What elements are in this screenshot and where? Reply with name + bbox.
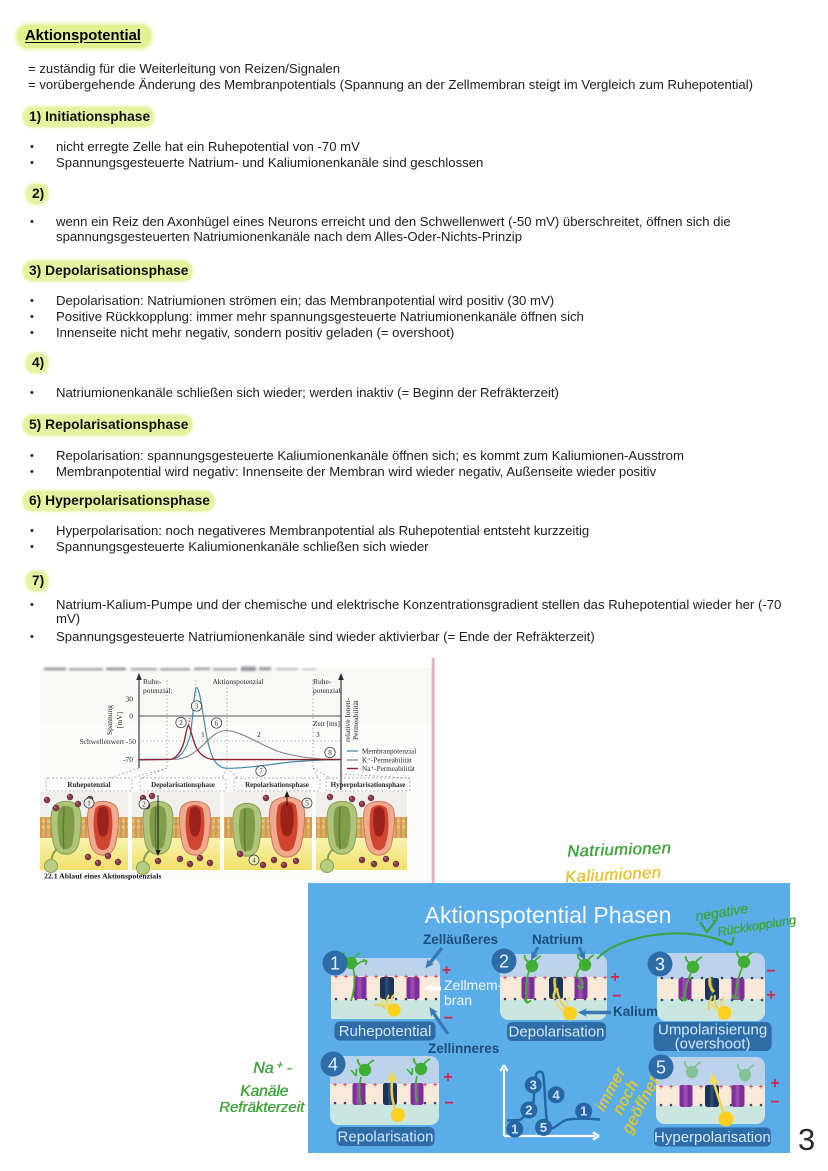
svg-text:Depolarisation: Depolarisation [509,1024,605,1041]
svg-text:4: 4 [328,1055,338,1075]
svg-text:4: 4 [252,857,256,865]
svg-text:Repolarisationsphase: Repolarisationsphase [245,781,309,789]
svg-text:+: + [610,969,619,986]
svg-text:8: 8 [328,749,332,757]
svg-text:+: + [403,1082,407,1089]
svg-text:30: 30 [126,695,134,704]
svg-text:2: 2 [525,1103,532,1118]
svg-text:3: 3 [316,730,320,739]
svg-text:+: + [513,975,517,982]
svg-text:Depolarisationsphase: Depolarisationsphase [151,781,215,789]
svg-text:+: + [404,974,408,981]
svg-text:+: + [423,1082,427,1089]
svg-text:+: + [759,1084,763,1091]
svg-text:+: + [543,975,547,982]
svg-text:+: + [333,1082,337,1089]
svg-text:potenzial: potenzial [313,686,341,695]
svg-text:bran: bran [444,992,472,1008]
svg-text:5: 5 [656,1058,666,1078]
svg-text:+: + [443,1069,452,1086]
svg-text:2: 2 [179,719,183,727]
svg-text:Zellmem-: Zellmem- [444,977,503,993]
svg-text:3: 3 [195,703,199,711]
svg-text:+: + [334,974,338,981]
svg-text:Ruhe-: Ruhe- [143,677,162,686]
svg-text:Ruhe-: Ruhe- [313,677,332,686]
svg-text:0: 0 [129,712,133,721]
svg-text:−: − [444,1095,453,1112]
svg-text:+: + [373,1082,377,1089]
svg-text:Spannung: Spannung [105,705,114,735]
svg-text:+: + [434,974,438,981]
svg-text:−: − [770,1094,779,1111]
svg-text:5: 5 [305,800,309,808]
svg-text:Aktionspotential Phasen: Aktionspotential Phasen [425,902,672,928]
svg-text:Kalium: Kalium [613,1004,658,1019]
svg-text:Ruhepotential: Ruhepotential [339,1023,432,1040]
svg-text:1: 1 [580,1104,587,1119]
svg-text:+: + [659,1084,663,1091]
svg-text:7: 7 [259,768,263,776]
svg-text:+: + [374,974,378,981]
svg-text:+: + [433,1082,437,1089]
svg-text:Permeabilität: Permeabilität [351,699,360,740]
svg-text:relative Ionen-: relative Ionen- [343,698,352,742]
svg-text:Repolarisation: Repolarisation [338,1129,434,1146]
svg-text:+: + [394,974,398,981]
svg-text:6: 6 [215,720,219,728]
svg-text:+: + [719,1084,723,1091]
svg-text:K⁺-Permeabilität: K⁺-Permeabilität [362,757,412,765]
svg-text:2: 2 [499,952,509,972]
svg-text:Zeit [ms]: Zeit [ms] [313,719,340,728]
svg-text:Zelläußeres: Zelläußeres [423,932,498,947]
svg-text:+: + [749,1084,753,1091]
svg-text:Aktionspotenzial: Aktionspotenzial [212,677,263,686]
svg-text:+: + [503,975,507,982]
svg-text:2: 2 [142,801,146,809]
svg-text:1: 1 [330,954,340,974]
svg-text:5: 5 [540,1120,547,1135]
svg-text:3: 3 [530,1078,537,1093]
svg-text:−: − [766,963,775,980]
svg-text:+: + [344,974,348,981]
svg-text:+: + [669,1084,673,1091]
svg-text:potenzial:: potenzial: [143,686,173,695]
svg-text:+: + [699,1084,703,1091]
svg-text:1: 1 [511,1122,518,1137]
svg-text:+: + [424,974,428,981]
svg-text:-70: -70 [123,755,133,764]
svg-text:1: 1 [201,730,205,739]
svg-text:+: + [563,975,567,982]
svg-text:Membranpotenzial: Membranpotenzial [362,748,416,756]
svg-text:Natrium: Natrium [532,932,583,947]
svg-text:1: 1 [87,800,91,808]
svg-text:+: + [364,974,368,981]
svg-text:−: − [444,1010,453,1027]
svg-text:Hyperpolarisation: Hyperpolarisation [654,1129,771,1146]
svg-text:+: + [770,1075,779,1092]
svg-text:−: − [612,988,621,1005]
svg-text:+: + [766,987,775,1004]
svg-text:Schwellenwert -50: Schwellenwert -50 [80,737,137,746]
svg-text:Na⁺-Permeabilität: Na⁺-Permeabilität [362,765,415,773]
svg-text:Umpolarisierung: Umpolarisierung [658,1022,767,1039]
svg-text:Hyperpolarisationsphase: Hyperpolarisationsphase [331,781,406,789]
svg-text:3: 3 [655,955,665,975]
svg-text:+: + [343,1082,347,1089]
svg-text:+: + [533,975,537,982]
svg-text:[mV]: [mV] [115,712,124,728]
svg-text:4: 4 [552,1087,560,1102]
svg-text:Ruhepotenzial: Ruhepotenzial [67,781,110,789]
svg-text:+: + [729,1084,733,1091]
svg-text:Zellinneres: Zellinneres [428,1041,499,1056]
svg-text:2: 2 [257,730,261,739]
svg-text:(overshoot): (overshoot) [675,1036,751,1053]
svg-text:22.1 Ablauf eines Aktionspote: 22.1 Ablauf eines Aktionspotenzials [44,872,161,881]
svg-text:+: + [603,975,607,982]
svg-text:+: + [442,962,451,979]
svg-text:+: + [593,975,597,982]
